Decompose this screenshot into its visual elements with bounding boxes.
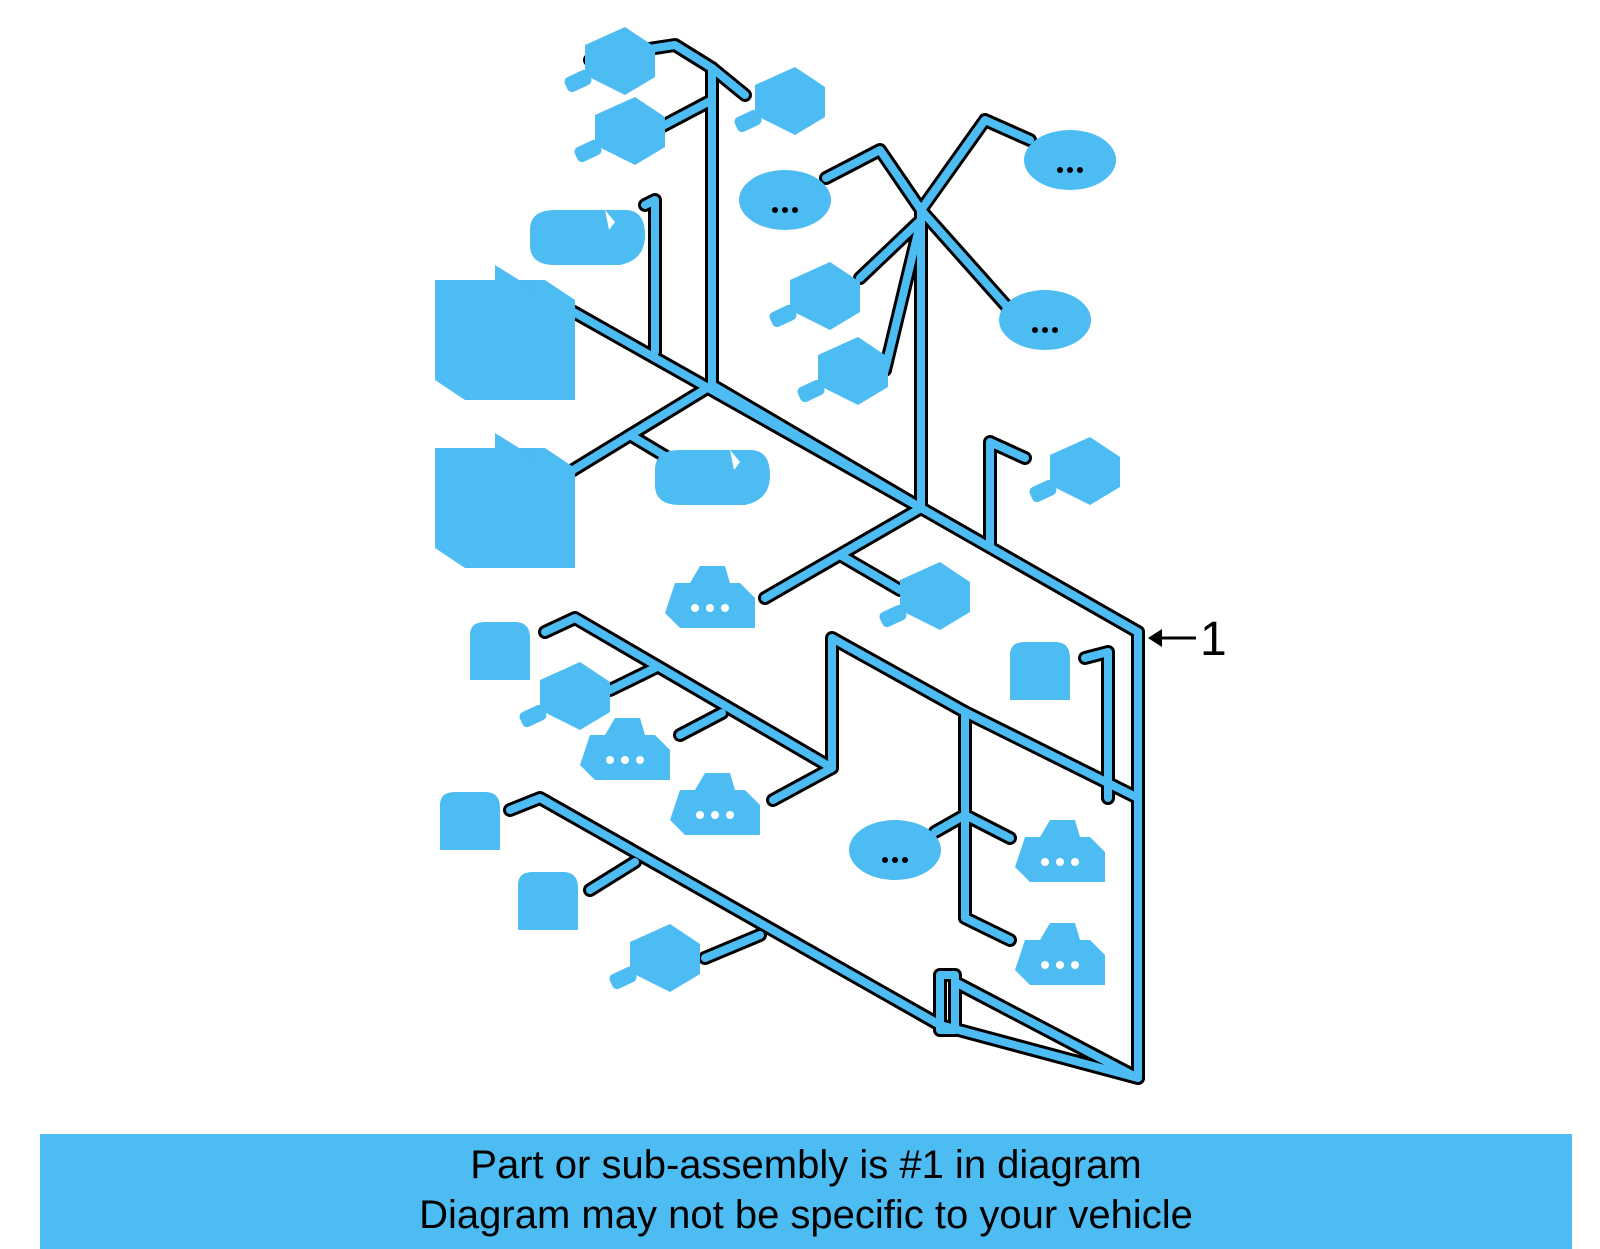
connector-center-small-lower bbox=[795, 337, 888, 405]
banner-line-2: Diagram may not be specific to your vehi… bbox=[419, 1193, 1193, 1237]
connector-left-small bbox=[517, 662, 610, 730]
connector-left-plug bbox=[580, 718, 670, 780]
disclaimer-banner: Part or sub-assembly is #1 in diagram Di… bbox=[40, 1134, 1572, 1249]
connector-bottom-right-lower bbox=[1015, 923, 1105, 985]
connector-bottom-right-upper bbox=[1015, 820, 1105, 882]
connector-center-mid-small bbox=[877, 562, 970, 630]
connector-top-left-lower bbox=[572, 97, 665, 165]
connector-oval-center bbox=[655, 450, 770, 505]
connector-center-plug bbox=[670, 773, 760, 835]
connector-left-lower bbox=[470, 622, 530, 680]
connector-oval-left bbox=[530, 210, 645, 265]
connector-bottom-left-lower bbox=[518, 872, 578, 930]
connector-top-left bbox=[562, 27, 655, 95]
callout-1: 1 bbox=[1148, 613, 1227, 666]
connector-right-mid bbox=[1027, 437, 1120, 505]
connector-right-top bbox=[1024, 130, 1116, 190]
banner-background bbox=[40, 1134, 1572, 1249]
callout-number: 1 bbox=[1200, 613, 1227, 666]
connector-center-upper bbox=[739, 170, 831, 230]
connector-block-lower bbox=[435, 433, 575, 568]
connector-center-small bbox=[767, 262, 860, 330]
connector-bottom-left bbox=[440, 792, 500, 850]
connector-block-upper bbox=[435, 265, 575, 400]
banner-line-1: Part or sub-assembly is #1 in diagram bbox=[470, 1143, 1142, 1187]
connector-bottom-small bbox=[607, 924, 700, 992]
connector-bottom-center bbox=[849, 820, 941, 880]
connector-right-lower bbox=[1010, 642, 1070, 700]
harness-wires bbox=[503, 38, 1145, 1085]
connector-right-upper bbox=[999, 290, 1091, 350]
connector-center-mid bbox=[665, 566, 755, 628]
